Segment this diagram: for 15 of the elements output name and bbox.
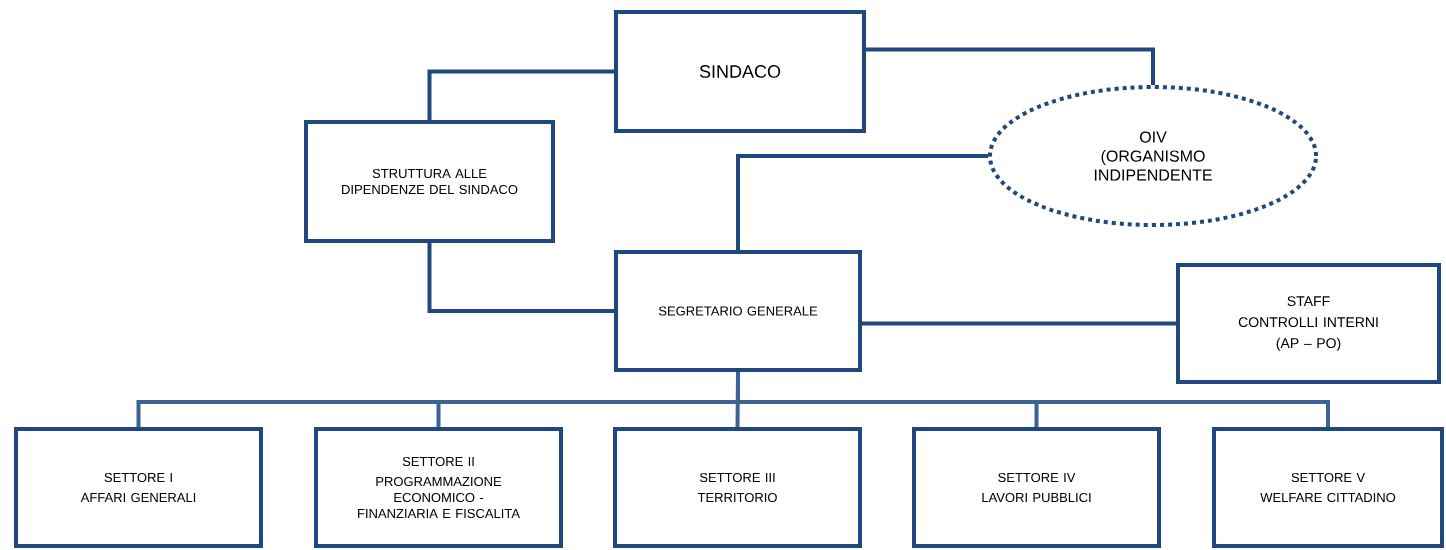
connector	[427, 69, 614, 120]
org-box: SETTORE II PROGRAMMAZIONE ECONOMICO - FINANZIARIA E FISCALITA	[314, 427, 563, 548]
connector	[862, 321, 1176, 326]
org-box: SEGRETARIO GENERALE	[614, 250, 862, 372]
connector	[866, 47, 1155, 85]
connector	[736, 154, 988, 250]
connector	[427, 243, 614, 313]
org-box: STRUTTURA ALLE DIPENDENZE DEL SINDACO	[304, 120, 555, 243]
connector	[736, 372, 1330, 427]
org-box: SETTORE III TERRITORIO	[613, 427, 862, 548]
org-box: SETTORE I AFFARI GENERALI	[14, 427, 263, 548]
org-box: STAFF CONTROLLI INTERNI (AP – PO)	[1176, 263, 1441, 384]
org-box: SETTORE V WELFARE CITTADINO	[1212, 427, 1444, 548]
org-box: SETTORE IV LAVORI PUBBLICI	[912, 427, 1161, 548]
org-box: SINDACO	[614, 10, 866, 133]
